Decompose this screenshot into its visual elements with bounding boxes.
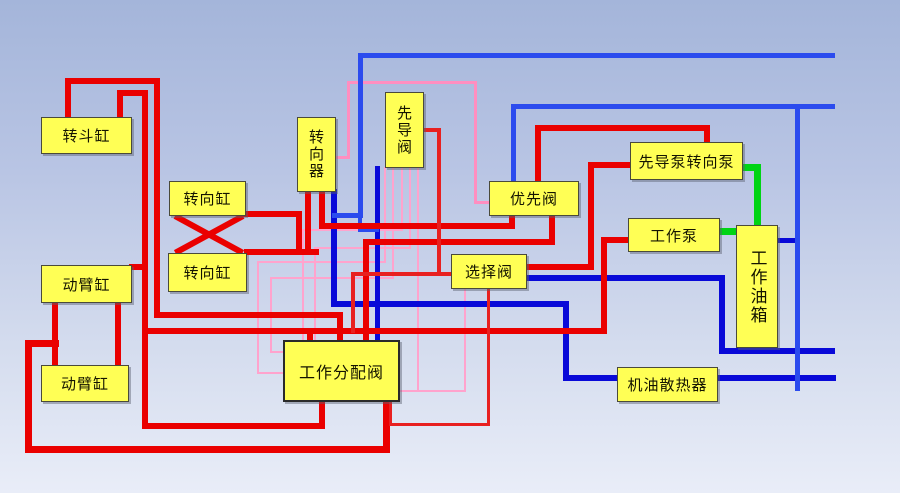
pilot-line-6-segment xyxy=(464,289,466,392)
priority-pump-line-segment xyxy=(535,125,710,131)
pilot-line-3-segment xyxy=(401,167,403,231)
select-tank-return-segment xyxy=(719,348,835,354)
bucket-line-b-segment xyxy=(117,90,123,120)
steer-priority-line-segment xyxy=(509,213,515,229)
steer-priority-line-segment xyxy=(319,189,325,229)
tank-top-line-segment xyxy=(510,103,835,109)
priority-valve-drop-segment xyxy=(363,239,555,245)
steer-cyl2-link-segment xyxy=(244,249,319,255)
node-you-xian-fa: 优先阀 xyxy=(489,181,579,216)
node-zhuan-xiang-gang-1: 转向缸 xyxy=(169,181,246,216)
pilot-valve-return-segment xyxy=(374,165,380,343)
boom-pair-link-left-segment xyxy=(52,300,58,370)
pilot-select-feed-segment xyxy=(422,128,441,132)
steer-cyl1-link-segment xyxy=(243,211,302,217)
priority-valve-drop-segment xyxy=(363,239,369,343)
boom-branch-stub-segment xyxy=(129,264,148,270)
select-left-drop-segment xyxy=(351,272,355,333)
pump-suction-1-segment xyxy=(739,163,761,171)
pump-select-line-segment xyxy=(588,162,630,168)
pilot-line-2-segment xyxy=(270,351,284,353)
steer-cyl1-link-segment xyxy=(296,211,302,255)
pump-suction-2-segment xyxy=(716,227,740,235)
return-main-cooler-segment xyxy=(331,189,337,307)
tank-riser-segment xyxy=(794,103,800,391)
bucket-line-a-segment xyxy=(65,78,160,84)
select-left-line-segment xyxy=(351,272,454,276)
steer-pilot-loop-segment xyxy=(346,80,350,159)
node-gong-zuo-fen-pei-fa: 工作分配阀 xyxy=(283,340,400,402)
bucket-line-a-segment xyxy=(154,312,343,318)
node-xian-dao-beng-zhuan-xiang-beng: 先导泵转向泵 xyxy=(630,142,743,180)
bucket-line-a-segment xyxy=(65,78,71,120)
bucket-line-b-segment xyxy=(142,423,325,429)
boom-outer-loop-segment xyxy=(24,445,390,453)
return-main-cooler-segment xyxy=(331,301,569,307)
top-return-line-segment xyxy=(357,52,835,58)
pump-supply-line-segment xyxy=(142,328,607,334)
select-bottom-line-segment xyxy=(486,288,490,426)
node-dong-bi-gang-1: 动臂缸 xyxy=(41,265,132,303)
top-return-line-segment xyxy=(357,52,363,218)
top-return-jog-segment xyxy=(358,228,379,232)
steer-pilot-loop-segment xyxy=(473,80,477,204)
pilot-line-1-segment xyxy=(257,261,386,263)
steer-priority-line-segment xyxy=(319,223,515,229)
steer-pilot-loop-segment xyxy=(334,155,350,159)
node-xuan-ze-fa: 选择阀 xyxy=(451,254,527,289)
steer-unit-drop-segment xyxy=(305,189,311,255)
boom-outer-loop-segment xyxy=(24,339,32,453)
node-zhuan-dou-gang: 转斗缸 xyxy=(41,117,132,154)
node-zhuan-xiang-qi: 转向器 xyxy=(297,117,336,192)
top-return-line-segment xyxy=(331,212,363,218)
bucket-line-a-segment xyxy=(154,78,160,318)
tank-outlet-stub-segment xyxy=(775,237,800,243)
valve-top-branch-segment xyxy=(307,328,313,344)
pilot-line-4-segment xyxy=(314,247,411,249)
top-return-jog-segment xyxy=(358,211,362,232)
priority-pump-line-segment xyxy=(704,125,710,145)
pump-suction-1-segment xyxy=(753,163,761,229)
select-tank-return-segment xyxy=(719,275,725,354)
node-gong-zuo-you-xiang: 工作油箱 xyxy=(736,225,778,348)
node-zhuan-xiang-gang-2: 转向缸 xyxy=(168,253,247,292)
boom-outer-loop-segment xyxy=(24,339,59,347)
node-xian-dao-fa: 先导阀 xyxy=(385,92,424,168)
pump-supply-line-segment xyxy=(601,237,631,243)
pilot-line-6-segment xyxy=(399,390,466,392)
node-gong-zuo-beng: 工作泵 xyxy=(628,218,720,252)
bucket-line-b-segment xyxy=(142,90,148,429)
return-main-cooler-segment xyxy=(563,301,569,381)
bucket-line-b-segment xyxy=(117,90,148,96)
steer-pilot-loop-segment xyxy=(346,80,477,84)
node-ji-you-san-re-qi: 机油散热器 xyxy=(617,367,718,402)
select-bottom-line-segment xyxy=(388,401,392,426)
steer-pilot-loop-segment xyxy=(473,200,491,204)
pump-supply-line-segment xyxy=(601,237,607,334)
priority-valve-drop-segment xyxy=(549,212,555,245)
pump-select-line-segment xyxy=(588,162,594,270)
pilot-line-3-segment xyxy=(302,229,304,342)
pilot-select-feed-segment xyxy=(437,128,441,276)
node-dong-bi-gang-2: 动臂缸 xyxy=(41,365,129,402)
pump-select-line-segment xyxy=(524,264,594,270)
pilot-line-1-segment xyxy=(257,372,284,374)
pilot-line-1-segment xyxy=(384,167,386,263)
select-bottom-line-segment xyxy=(388,422,490,426)
bucket-line-b-segment xyxy=(319,400,325,429)
boom-outer-loop-segment xyxy=(382,399,390,453)
priority-pump-line-segment xyxy=(535,125,541,184)
pilot-line-3-segment xyxy=(302,229,403,231)
pilot-line-4-segment xyxy=(314,247,316,342)
boom-pair-link-right-segment xyxy=(115,300,121,370)
select-tank-return-segment xyxy=(524,275,725,281)
pilot-line-5-segment xyxy=(417,167,419,392)
tank-top-line-segment xyxy=(510,103,516,184)
pilot-line-4-segment xyxy=(409,167,411,249)
